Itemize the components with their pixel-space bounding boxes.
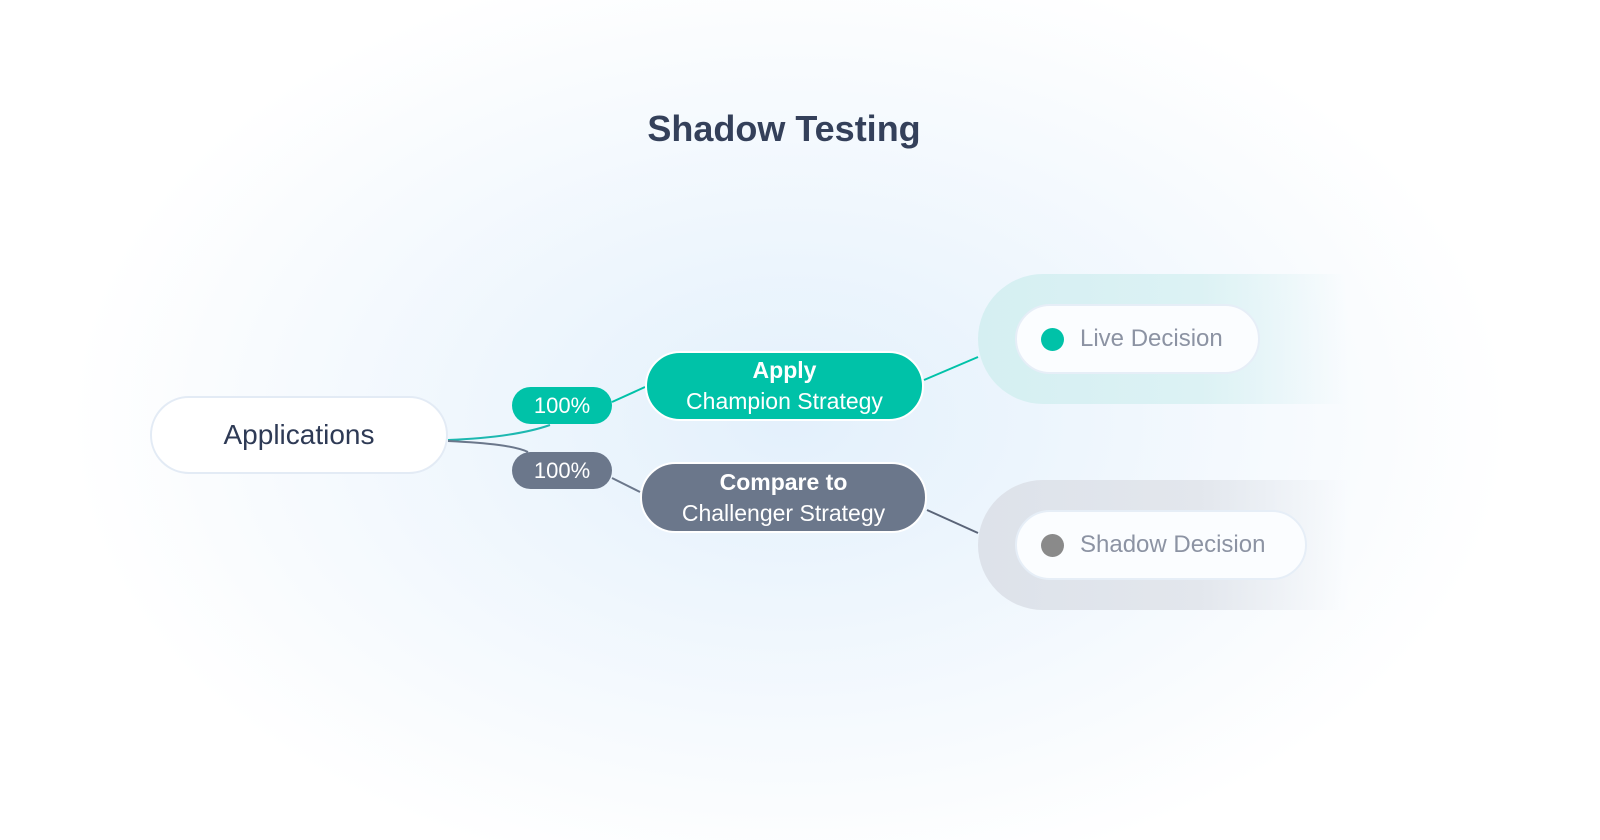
champion-subtitle: Champion Strategy [686,388,883,414]
shadow-dot-icon [1041,533,1064,557]
connector-pct-apply [611,386,646,403]
connector-compare-shadow [926,509,979,534]
challenger-percent-badge: 100% [512,452,612,489]
connector-apply-live [923,356,979,381]
champion-title: Apply [752,357,817,383]
connector-pct-compare [611,477,641,493]
connector-root-challenger [447,440,529,453]
connector-root-champion [447,424,551,441]
diagram-title: Shadow Testing [647,108,921,149]
shadow-decision-label: Shadow Decision [1080,531,1266,558]
shadow-decision-node: Shadow Decision [1015,510,1307,580]
challenger-title: Compare to [719,468,848,495]
live-decision-node: Live Decision [1015,304,1260,374]
live-decision-label: Live Decision [1080,325,1223,352]
champion-strategy-node: Apply Champion Strategy [645,351,924,421]
live-dot-icon [1041,327,1064,351]
challenger-strategy-node: Compare to Challenger Strategy [640,462,927,533]
challenger-subtitle: Challenger Strategy [681,499,886,526]
applications-node: Applications [150,396,448,474]
champion-percent-badge: 100% [512,387,612,424]
